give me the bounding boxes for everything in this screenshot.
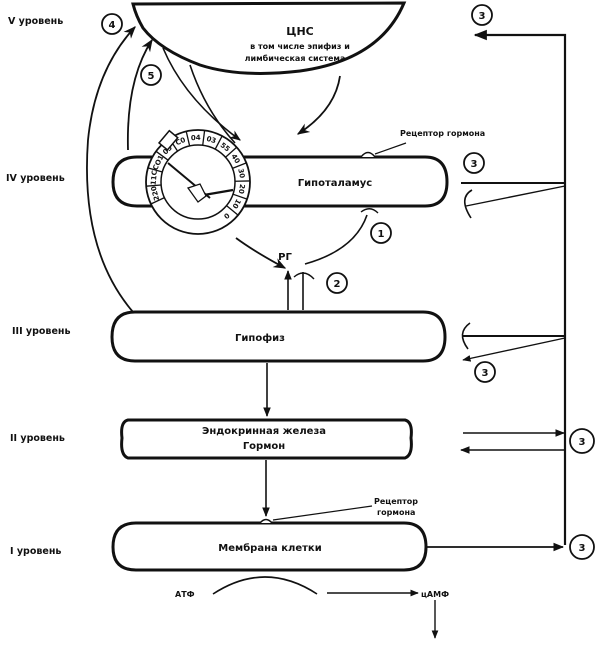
membrane-receptor-icon (259, 518, 273, 524)
clock-dial-divider (150, 197, 165, 205)
clock-dial-segment-label: С0 (174, 136, 186, 147)
clock-dial-divider (225, 146, 238, 158)
pituitary-node: Гипофиз (110, 310, 447, 363)
clock-dial-divider (214, 135, 223, 150)
marker-3-ii-circle (569, 428, 595, 454)
clock-dial-segment-label: 11С (150, 170, 159, 186)
clock-dial-divider (202, 130, 206, 146)
feedback-iii-receptor-arc (461, 322, 471, 350)
clock-dial-divider (146, 184, 162, 187)
clock-dial-segment-label: 30 (236, 168, 246, 179)
atp-label: АТФ (175, 590, 195, 599)
cns-title: ЦНС (286, 25, 313, 38)
feedback-loop-1 (304, 214, 368, 265)
clock-dial-divider (226, 205, 239, 216)
level-label-i: I уровень (10, 546, 61, 557)
clock-dial-segment-label: 20 (237, 183, 246, 194)
cns-to-hypothalamus-arrow-3 (296, 75, 341, 135)
marker-3-top-label: 3 (479, 11, 486, 22)
clock-dial-segment-label: 40 (229, 153, 241, 166)
hypothalamus-receptor-icon (360, 151, 376, 158)
pituitary-receptor-arc (293, 272, 315, 280)
clock-dial-tab (157, 129, 179, 152)
atp-conversion-arc (212, 576, 318, 595)
clock-dial-divider (155, 150, 169, 161)
marker-3-i-label: 3 (579, 543, 586, 554)
marker-3-top-circle (471, 4, 493, 26)
clock-dial-segment-label: 0 (222, 211, 231, 220)
cns-subtitle-1: в том числе эпифиз и (250, 42, 350, 51)
clock-dial-segment-label: 04 (191, 134, 201, 142)
clock-dial-divider (232, 193, 248, 200)
level-label-ii: II уровень (10, 433, 65, 444)
feedback-iii-arrow (462, 337, 566, 362)
gland-label-2: Гормон (243, 441, 285, 452)
marker-3-i-circle (569, 534, 595, 560)
clock-dial-divider (147, 167, 163, 173)
marker-1-label: 1 (378, 229, 385, 240)
marker-3-iii-label: 3 (482, 368, 489, 379)
feedback-loop-1-receptor (360, 208, 379, 214)
gland-label-1: Эндокринная железа (202, 426, 326, 437)
pituitary-label: Гипофиз (235, 332, 285, 344)
feedback-iv-receptor-arc (463, 189, 473, 219)
clock-dial-inner-ring (160, 144, 236, 220)
marker-4-circle (101, 13, 123, 35)
marker-1-circle (370, 222, 392, 244)
cns-node: ЦНС в том числе эпифиз и лимбическая сис… (131, 1, 407, 75)
endocrine-gland-node: Эндокринная железа Гормон (120, 418, 413, 460)
receptor-top-pointer (374, 142, 407, 155)
feedback-bus-line (473, 29, 567, 545)
clock-dial-segment-label: 10 (230, 197, 242, 210)
hypothalamus-label: Гипоталамус (298, 178, 372, 189)
clock-dial-divider (232, 162, 247, 170)
clock-dial: 22011ССО105С0040355403020100 (145, 129, 251, 235)
marker-3-iii-circle (474, 361, 496, 383)
marker-2-circle (326, 272, 348, 294)
marker-3-ii-label: 3 (579, 437, 586, 448)
cns-subtitle-2: лимбическая система (245, 53, 346, 63)
rg-label: РГ (278, 252, 292, 263)
pituitary-to-cns-arrow-4 (86, 26, 136, 313)
marker-2-label: 2 (334, 279, 341, 290)
clock-dial-segment-label: 03 (205, 135, 217, 146)
clock-hub (186, 183, 207, 203)
clock-dial-segment-label: 220 (150, 185, 162, 201)
clock-dial-divider (185, 131, 191, 147)
cell-membrane-node: Мембрана клетки (111, 518, 428, 572)
receptor-top-label: Рецептор гормона (400, 129, 485, 138)
receptor-bottom-pointer (272, 505, 373, 521)
dial-to-rg-arrow (235, 237, 287, 269)
marker-3-iv-label: 3 (471, 159, 478, 170)
cns-to-hypothalamus-arrow-1 (162, 47, 241, 141)
feedback-iv-diagonal (465, 185, 566, 207)
receptor-bottom-label-2: гормона (377, 508, 415, 517)
camp-label: цАМФ (421, 590, 449, 599)
marker-4-label: 4 (109, 20, 116, 31)
level-label-v: V уровень (8, 16, 63, 27)
level-label-iv: IV уровень (6, 173, 65, 184)
membrane-label: Мембрана клетки (218, 542, 321, 554)
receptor-bottom-label-1: Рецептор (374, 497, 418, 506)
marker-5-label: 5 (148, 71, 155, 82)
cns-to-hypothalamus-arrow-2 (189, 64, 236, 144)
hypothalamus-to-cns-arrow-5 (126, 38, 153, 151)
marker-3-iv-circle (463, 152, 485, 174)
level-label-iii: III уровень (12, 326, 70, 337)
marker-5-circle (140, 64, 162, 86)
